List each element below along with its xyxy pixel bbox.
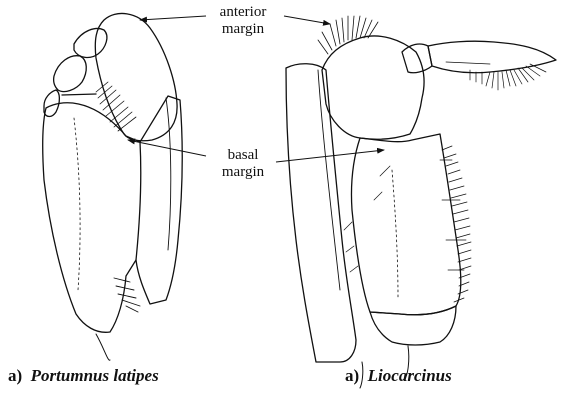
caption-liocarcinus-taxon: Liocarcinus [368, 366, 452, 385]
caption-portumnus-taxon: Portumnus latipes [31, 366, 159, 385]
caption-portumnus: a) Portumnus latipes [8, 366, 159, 386]
basal-margin-label: basal margin [198, 147, 288, 181]
anterior-margin-label: anterior margin [198, 4, 288, 38]
caption-portumnus-letter: a) [8, 366, 22, 385]
portumnus-latipes-drawing [43, 13, 182, 360]
liocarcinus-palp-base [402, 44, 432, 73]
liocarcinus-drawing [286, 16, 556, 388]
arrow-basal-right [276, 150, 384, 162]
portumnus-palp-mid [54, 56, 87, 92]
arrow-anterior-right [284, 16, 330, 24]
anterior-margin-label-line1: anterior [198, 4, 288, 21]
portumnus-palp-upper [74, 29, 107, 58]
portumnus-main-segment [43, 103, 141, 333]
anterior-margin-label-line2: margin [198, 21, 288, 38]
caption-liocarcinus: a) Liocarcinus [345, 366, 452, 386]
portumnus-exopod [136, 96, 182, 304]
basal-margin-label-line1: basal [198, 147, 288, 164]
liocarcinus-basis [370, 306, 456, 345]
portumnus-distal-plate [95, 13, 177, 140]
liocarcinus-dactyl [428, 41, 556, 73]
basal-margin-label-line2: margin [198, 164, 288, 181]
liocarcinus-main-segment [351, 134, 460, 315]
caption-liocarcinus-letter: a) [345, 366, 359, 385]
arrow-anterior-left [140, 16, 206, 20]
liocarcinus-merus [322, 36, 424, 139]
